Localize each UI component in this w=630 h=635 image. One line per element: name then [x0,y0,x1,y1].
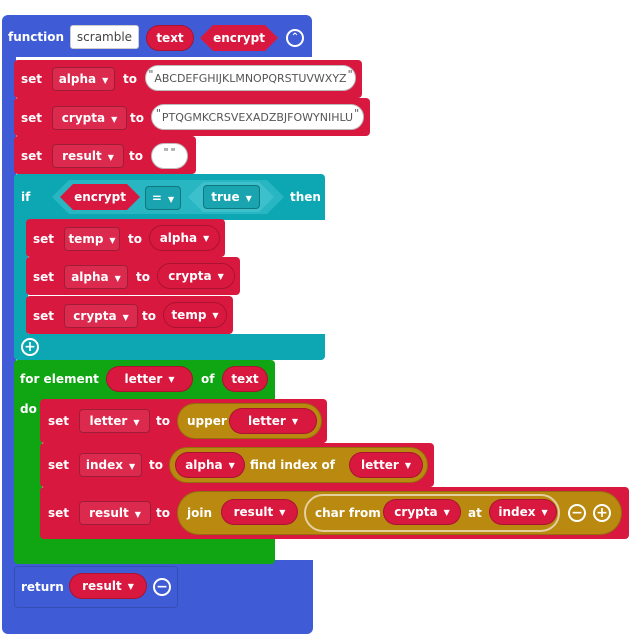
function-keyword: function [8,30,65,44]
for-element-keyword: for element [20,372,99,386]
to-keyword: to [128,232,142,246]
dropdown-arrow-icon: ▼ [212,311,219,320]
compare-left-encrypt[interactable]: encrypt [60,184,140,210]
var-reporter-alpha[interactable]: alpha▼ [149,225,220,251]
dropdown-arrow-icon: ▼ [127,582,134,591]
then-keyword: then [290,190,321,204]
var-reporter-temp[interactable]: temp▼ [163,302,227,328]
char-from-block[interactable] [304,494,560,532]
char-from-keyword: char from [315,506,381,520]
var-reporter-crypta[interactable]: crypta▼ [157,263,235,289]
var-reporter-letter[interactable]: letter▼ [229,408,317,434]
function-name-text: scramble [76,30,133,44]
dropdown-arrow-icon: ▼ [128,461,136,471]
set-keyword: set [21,111,43,125]
if-keyword: if [21,190,31,204]
if-block-bottom [14,334,325,360]
set-keyword: set [21,149,43,163]
var-dropdown-temp[interactable]: temp▼ [64,227,120,251]
dropdown-arrow-icon: ▼ [168,375,175,384]
var-reporter-alpha[interactable]: alpha▼ [175,452,245,478]
of-keyword: of [201,372,215,386]
to-keyword: to [156,506,170,520]
param-encrypt[interactable]: encrypt [200,25,278,51]
to-keyword: to [142,309,156,323]
function-block-spine [2,55,16,575]
set-keyword: set [33,232,55,246]
return-keyword: return [21,580,64,594]
function-name-input[interactable]: scramble [70,25,139,49]
dropdown-arrow-icon: ▼ [245,193,252,203]
dropdown-arrow-icon: ▼ [228,461,235,470]
dropdown-arrow-icon: ▼ [217,272,224,281]
dropdown-arrow-icon: ▼ [134,509,141,519]
dropdown-arrow-icon: ▼ [122,312,129,322]
set-keyword: set [48,458,70,472]
to-keyword: to [156,414,170,428]
dropdown-arrow-icon: ▼ [114,273,121,283]
remove-input-minus-icon[interactable]: − [568,504,586,522]
var-reporter-letter[interactable]: letter▼ [349,452,423,478]
operator-dropdown[interactable]: =▼ [145,186,181,210]
collapse-chevron-icon[interactable]: ⌃ [286,29,304,47]
set-keyword: set [33,309,55,323]
to-keyword: to [149,458,163,472]
upper-keyword: upper [187,414,227,428]
dropdown-arrow-icon: ▼ [109,235,116,245]
var-dropdown-crypta[interactable]: crypta▼ [64,304,138,328]
dropdown-arrow-icon: ▼ [102,75,109,85]
loop-source-text[interactable]: text [222,366,268,392]
remove-return-minus-icon[interactable]: − [153,578,171,596]
var-dropdown-result[interactable]: result▼ [52,144,124,168]
var-dropdown-crypta[interactable]: crypta▼ [52,106,127,130]
dropdown-arrow-icon: ▼ [107,152,114,162]
to-keyword: to [129,149,143,163]
set-keyword: set [33,270,55,284]
for-element-bottom [14,538,275,564]
string-input-alpha[interactable]: "ABCDEFGHIJKLMNOPQRSTUVWXYZ" [145,65,356,91]
var-reporter-crypta[interactable]: crypta▼ [383,499,461,525]
var-reporter-result[interactable]: result▼ [221,499,298,525]
var-dropdown-alpha[interactable]: alpha▼ [52,67,115,91]
set-keyword: set [48,414,70,428]
dropdown-arrow-icon: ▼ [203,234,210,243]
dropdown-arrow-icon: ▼ [541,508,548,517]
dropdown-arrow-icon: ▼ [443,508,450,517]
dropdown-arrow-icon: ▼ [279,508,286,517]
set-keyword: set [21,72,43,86]
for-element-spine [14,398,42,544]
param-text[interactable]: text [146,25,194,51]
loop-var-letter[interactable]: letter▼ [106,366,193,392]
return-var-result[interactable]: result▼ [69,573,147,599]
dropdown-arrow-icon: ▼ [133,417,140,427]
to-keyword: to [130,111,144,125]
var-dropdown-alpha[interactable]: alpha▼ [64,265,128,289]
var-dropdown-result[interactable]: result▼ [79,501,151,525]
at-keyword: at [468,506,482,520]
var-dropdown-index[interactable]: index▼ [79,453,142,477]
add-input-plus-icon[interactable]: + [593,504,611,522]
find-index-of-keyword: find index of [250,458,335,472]
dropdown-arrow-icon: ▼ [167,194,175,204]
dropdown-arrow-icon: ▼ [291,417,298,426]
join-keyword: join [187,506,213,520]
do-keyword: do [20,402,37,416]
string-input-result[interactable]: " " [151,143,188,169]
dropdown-arrow-icon: ▼ [404,461,411,470]
var-reporter-index[interactable]: index▼ [489,499,557,525]
add-else-plus-icon[interactable]: + [21,338,39,356]
var-dropdown-letter[interactable]: letter▼ [79,409,150,433]
to-keyword: to [136,270,150,284]
dropdown-arrow-icon: ▼ [111,114,118,124]
set-keyword: set [48,506,70,520]
string-input-crypta[interactable]: "PTQGMKCRSVEXADZBJFOWYNIHLU" [151,104,364,130]
boolean-dropdown-true[interactable]: true▼ [203,185,260,209]
to-keyword: to [123,72,137,86]
if-block-spine [14,218,28,338]
